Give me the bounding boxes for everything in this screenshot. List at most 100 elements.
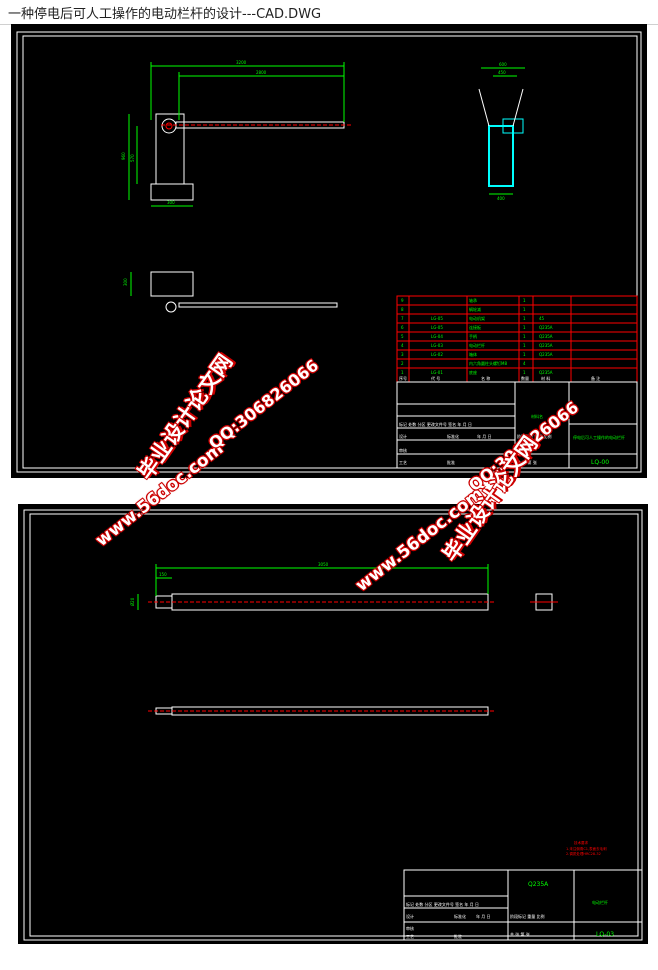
parts-table (396, 295, 638, 383)
svg-text:Q235A: Q235A (539, 343, 553, 348)
window-titlebar: 一种停电后可人工操作的电动栏杆的设计---CAD.DWG (0, 0, 658, 25)
svg-text:45: 45 (539, 316, 545, 321)
svg-text:材料名: 材料名 (531, 413, 543, 419)
svg-text:备 注: 备 注 (591, 375, 600, 381)
parts-header: 序号 代 号 名 称 数量 材 料 备 注 (399, 375, 600, 381)
side-view: 600 450 400 (478, 62, 525, 201)
svg-text:1: 1 (523, 352, 526, 357)
svg-text:轴承: 轴承 (469, 297, 477, 303)
svg-text:1: 1 (523, 370, 526, 375)
svg-text:400: 400 (497, 196, 505, 201)
svg-text:7: 7 (401, 316, 404, 321)
svg-text:4: 4 (523, 361, 526, 366)
svg-text:批准: 批准 (454, 933, 462, 939)
svg-text:1: 1 (523, 334, 526, 339)
plan-view: 300 (123, 271, 338, 313)
svg-text:Q235A: Q235A (539, 370, 553, 375)
svg-text:6: 6 (401, 325, 404, 330)
svg-text:450: 450 (498, 70, 506, 75)
svg-text:LQ-03: LQ-03 (596, 931, 614, 938)
svg-text:停电后可人工操作的电动栏杆: 停电后可人工操作的电动栏杆 (573, 434, 625, 440)
title-block-2 (403, 869, 643, 941)
svg-text:工艺: 工艺 (399, 460, 407, 465)
svg-text:电动栏杆: 电动栏杆 (592, 899, 608, 905)
svg-text:标记 处数 分区 更改文件号 签名 年 月 日: 标记 处数 分区 更改文件号 签名 年 月 日 (399, 421, 472, 427)
technical-notes: 技术要求 1.未注倒角C1,表面去毛刺 2.调质处理HRC28-32 (566, 840, 607, 856)
svg-text:审核: 审核 (399, 447, 407, 453)
title-block-text: 材料名 停电后可人工操作的电动栏杆 LQ-00 (531, 413, 625, 466)
svg-text:4: 4 (401, 343, 404, 348)
svg-text:3050: 3050 (318, 562, 329, 567)
svg-text:数量: 数量 (521, 375, 529, 381)
svg-text:设计: 设计 (399, 433, 407, 439)
svg-text:Q235A: Q235A (528, 881, 549, 888)
svg-text:标记 处数 分区 更改文件号 签名 年 月 日: 标记 处数 分区 更改文件号 签名 年 月 日 (406, 901, 479, 907)
svg-text:手柄: 手柄 (469, 333, 477, 339)
svg-text:箱体: 箱体 (469, 351, 477, 357)
svg-text:LG-04: LG-04 (431, 334, 443, 339)
svg-text:审核: 审核 (406, 925, 414, 931)
svg-text:600: 600 (499, 62, 507, 67)
part-drawing: 3050 150 Ø20 技术要求 1.未注倒角C1,表面去毛刺 2.调质处理H… (23, 509, 643, 941)
svg-text:3: 3 (401, 352, 404, 357)
svg-text:共 张 第 张: 共 张 第 张 (517, 459, 537, 465)
svg-text:蜗轮减: 蜗轮减 (469, 306, 481, 312)
svg-text:内六角圆柱头螺钉M8: 内六角圆柱头螺钉M8 (469, 360, 507, 366)
front-view: 3200 2800 960 570 300 (121, 60, 351, 207)
svg-text:电动机架: 电动机架 (469, 315, 485, 321)
svg-text:5: 5 (401, 334, 404, 339)
svg-text:LG-01: LG-01 (431, 370, 443, 375)
svg-text:2800: 2800 (256, 70, 267, 75)
svg-text:Q235A: Q235A (539, 334, 553, 339)
cad-sheet-assembly[interactable]: 3200 2800 960 570 300 600 450 400 300 (11, 24, 647, 478)
svg-text:工艺: 工艺 (406, 934, 414, 939)
rod-view-1: 3050 150 Ø20 (130, 562, 558, 611)
svg-text:2: 2 (401, 361, 404, 366)
svg-text:批准: 批准 (447, 459, 455, 465)
svg-text:阶段标记 重量 比例: 阶段标记 重量 比例 (510, 913, 545, 919)
svg-text:Q235A: Q235A (539, 352, 553, 357)
svg-text:序号: 序号 (399, 375, 407, 381)
svg-text:名 称: 名 称 (481, 375, 490, 381)
svg-text:LG-02: LG-02 (431, 352, 443, 357)
svg-text:共 张 第 张: 共 张 第 张 (510, 931, 530, 937)
svg-text:1: 1 (523, 298, 526, 303)
svg-text:1: 1 (523, 343, 526, 348)
svg-text:年 月 日: 年 月 日 (477, 433, 492, 439)
title-block (396, 381, 638, 469)
svg-text:300: 300 (167, 200, 175, 205)
rod-view-2 (148, 706, 496, 716)
svg-text:技术要求: 技术要求 (574, 840, 588, 845)
svg-text:2.调质处理HRC28-32: 2.调质处理HRC28-32 (566, 851, 601, 856)
svg-text:1.未注倒角C1,表面去毛刺: 1.未注倒角C1,表面去毛刺 (566, 846, 607, 851)
svg-text:960: 960 (121, 152, 126, 160)
assembly-drawing: 3200 2800 960 570 300 600 450 400 300 (16, 31, 642, 473)
svg-text:电动栏杆: 电动栏杆 (469, 342, 485, 348)
svg-text:570: 570 (130, 154, 135, 162)
svg-text:年 月 日: 年 月 日 (476, 913, 491, 919)
svg-text:LQ-00: LQ-00 (591, 459, 609, 466)
svg-text:3200: 3200 (236, 60, 247, 65)
svg-text:1: 1 (523, 316, 526, 321)
svg-text:Ø20: Ø20 (130, 597, 135, 606)
svg-text:阶段标记 重量 比例: 阶段标记 重量 比例 (517, 433, 552, 439)
svg-text:LG-05: LG-05 (431, 316, 443, 321)
svg-text:材 料: 材 料 (541, 375, 550, 381)
svg-text:LG-03: LG-03 (431, 343, 443, 348)
svg-text:连接板: 连接板 (469, 324, 481, 330)
svg-text:300: 300 (123, 278, 128, 286)
svg-text:设计: 设计 (406, 913, 414, 919)
svg-text:1: 1 (523, 307, 526, 312)
svg-text:8: 8 (401, 307, 404, 312)
svg-text:底座: 底座 (469, 369, 477, 375)
svg-text:Q235A: Q235A (539, 325, 553, 330)
svg-text:9: 9 (401, 298, 404, 303)
svg-text:代 号: 代 号 (431, 375, 440, 381)
svg-text:标准化: 标准化 (454, 913, 466, 919)
svg-text:标准化: 标准化 (447, 433, 459, 439)
svg-text:LG-05: LG-05 (431, 325, 443, 330)
svg-text:1: 1 (523, 325, 526, 330)
cad-sheet-part[interactable]: 3050 150 Ø20 技术要求 1.未注倒角C1,表面去毛刺 2.调质处理H… (18, 504, 648, 944)
window-title: 一种停电后可人工操作的电动栏杆的设计---CAD.DWG (8, 7, 322, 22)
